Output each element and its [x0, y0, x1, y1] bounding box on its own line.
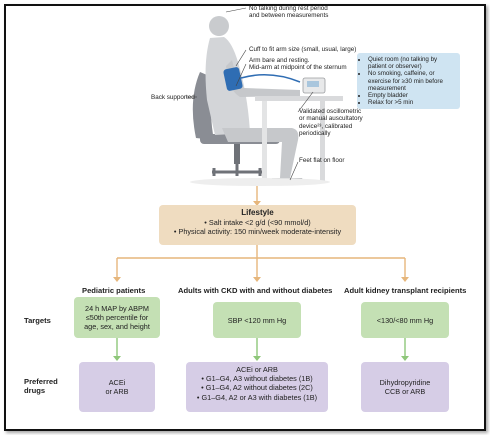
target-ckd: SBP <120 mm Hg [213, 302, 301, 338]
row-label-targets: Targets [24, 316, 51, 325]
drugs-transplant: Dihydropyridine CCB or ARB [361, 362, 449, 412]
measurement-conditions-box: Quiet room (no talking by patient or obs… [357, 53, 460, 109]
target-line: 24 h MAP by ABPM [85, 304, 149, 313]
target-line: ≤50th percentile for [85, 313, 149, 322]
annotation-arm: Arm bare and resting. Mid-arm at midpoin… [249, 57, 347, 72]
drug-line: ACEi or ARB [236, 365, 278, 374]
seated-patient-illustration [186, 7, 343, 186]
annotation-line: or manual auscultatory [299, 115, 363, 123]
cuff-tube [240, 74, 301, 83]
annotation-no-talking: No talking during rest period and betwee… [249, 5, 328, 20]
target-line: age, sex, and height [84, 322, 150, 331]
annotation-line: No talking during rest period [249, 5, 328, 12]
column-header-pediatric: Pediatric patients [82, 286, 146, 295]
row-label-line: Preferred [24, 377, 58, 386]
lifestyle-box: Lifestyle • Salt intake <2 g/d (<90 mmol… [159, 205, 356, 245]
annotation-line: and between measurements [249, 12, 329, 20]
legs [222, 128, 299, 178]
lifestyle-item-salt: • Salt intake <2 g/d (<90 mmol/d) [204, 218, 311, 227]
drug-line: or ARB [105, 387, 129, 396]
annotation-line: Mid-arm at midpoint of the sternum [249, 64, 347, 72]
drug-line: • G1–G4, A3 without diabetes (1B) [201, 374, 313, 384]
column-header-ckd: Adults with CKD with and without diabete… [178, 286, 333, 295]
column-header-transplant: Adult kidney transplant recipients [344, 286, 467, 295]
annotation-line: Validated oscillometric [299, 108, 362, 115]
target-pediatric: 24 h MAP by ABPM ≤50th percentile for ag… [74, 297, 160, 338]
target-transplant: <130/<80 mm Hg [361, 302, 449, 338]
drug-line: • G1–G4, A2 or A3 with diabetes (1B) [196, 392, 318, 402]
condition-item: No smoking, caffeine, or exercise for ≥3… [368, 70, 456, 92]
annotation-device: Validated oscillometric or manual auscul… [299, 108, 363, 138]
annotation-line: Arm bare and resting. [249, 57, 310, 64]
condition-item: Empty bladder [368, 92, 456, 99]
drug-line: ACEi [108, 377, 126, 387]
bp-cuff [223, 67, 243, 91]
row-label-preferred-drugs: Preferred drugs [24, 377, 58, 395]
drug-line: Dihydropyridine [379, 377, 431, 387]
row-label-line: drugs [24, 386, 46, 395]
drug-line: CCB or ARB [384, 387, 426, 396]
drugs-pediatric: ACEi or ARB [79, 362, 155, 412]
head [209, 16, 229, 36]
annotation-line: periodically [299, 130, 331, 138]
condition-item: Relax for >5 min [368, 99, 456, 106]
lifestyle-item-activity: • Physical activity: 150 min/week modera… [173, 227, 342, 237]
table-top [255, 96, 343, 101]
drug-line: • G1–G4, A2 without diabetes (2C) [201, 383, 313, 393]
drugs-ckd: ACEi or ARB • G1–G4, A3 without diabetes… [186, 362, 328, 412]
arm [226, 60, 300, 97]
condition-item: Quiet room (no talking by patient or obs… [368, 56, 456, 70]
lifestyle-title: Lifestyle [241, 208, 274, 217]
annotation-back: Back supported [151, 94, 195, 101]
annotation-cuff: Cuff to fit arm size (small, usual, larg… [249, 46, 357, 53]
annotation-feet: Feet flat on floor [299, 157, 345, 164]
annotation-line: device²³, calibrated [299, 122, 353, 130]
